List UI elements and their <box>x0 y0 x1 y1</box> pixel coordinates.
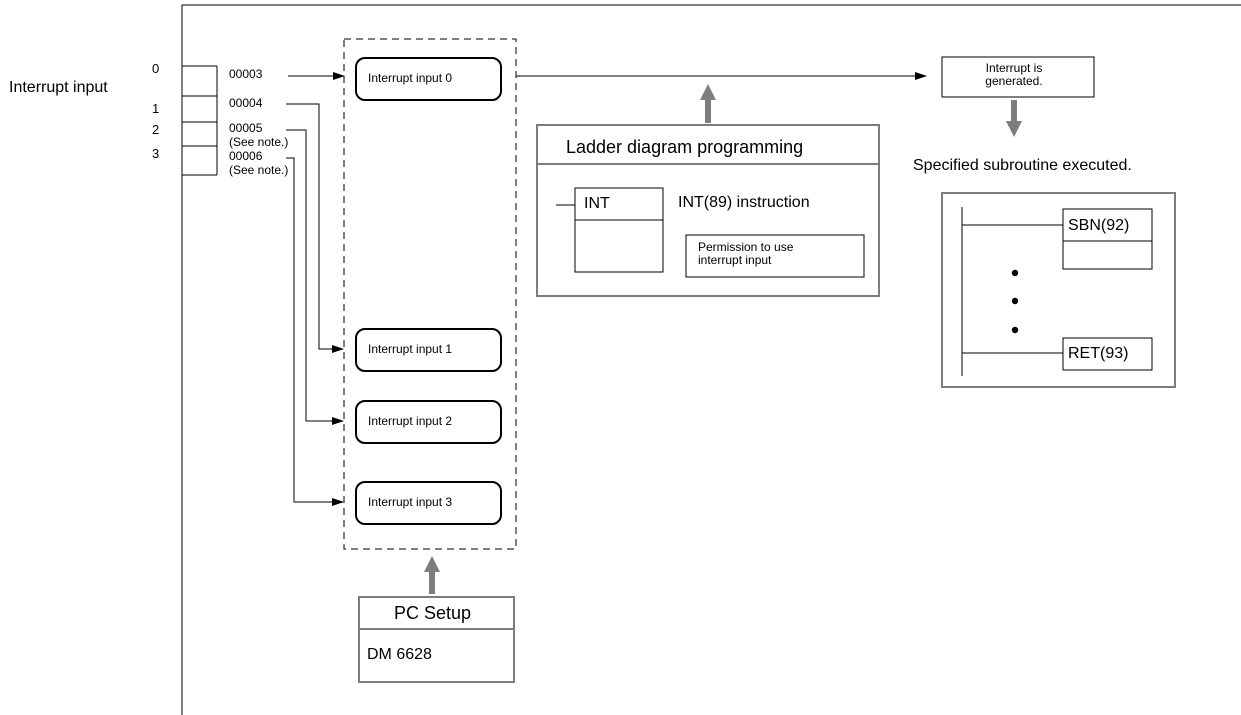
specified-subroutine-text: Specified subroutine executed. <box>913 157 1132 174</box>
int-label: INT <box>584 195 610 212</box>
pc-setup-dm: DM 6628 <box>367 646 432 663</box>
see-note-2: (See note.) <box>229 135 289 149</box>
interrupt-generated-box <box>941 56 1095 98</box>
gray-arrow-pcsetup <box>424 556 440 594</box>
interrupt-group-dashed-box <box>343 38 517 550</box>
address-3: 00006 <box>229 149 263 163</box>
input-number-3: 3 <box>152 146 160 161</box>
ellipsis-dot-3 <box>1011 326 1019 334</box>
interrupt-box-label-3: Interrupt input 3 <box>368 495 453 509</box>
arrow-input-3 <box>286 157 344 506</box>
interrupt-box-3 <box>355 481 502 525</box>
interrupt-box-0 <box>355 57 502 101</box>
address-2: 00005 <box>229 121 263 135</box>
ret-label: RET(93) <box>1068 345 1129 362</box>
address-1: 00004 <box>229 96 263 110</box>
pc-setup-box <box>358 596 515 683</box>
ellipsis-dot-1 <box>1011 269 1019 277</box>
interrupt-box-label-1: Interrupt input 1 <box>368 342 453 356</box>
int-block <box>574 187 664 273</box>
gray-arrow-ladder <box>700 84 716 123</box>
ellipsis-dot-2 <box>1011 297 1019 305</box>
ladder-title: Ladder diagram programming <box>566 137 804 157</box>
input-number-1: 1 <box>152 101 160 116</box>
sbn-label: SBN(92) <box>1068 217 1130 234</box>
permission-box <box>685 234 865 278</box>
arrow-input-2 <box>286 129 344 425</box>
interrupt-box-label-0: Interrupt input 0 <box>368 71 453 85</box>
int-instruction-text: INT(89) instruction <box>678 194 810 211</box>
outer-frame <box>181 4 1241 715</box>
interrupt-generated-text: Interrupt is generated. <box>985 61 1043 88</box>
input-terminal-block <box>182 65 218 176</box>
address-0: 00003 <box>229 67 263 81</box>
input-number-0: 0 <box>152 61 160 76</box>
interrupt-box-1 <box>355 328 502 372</box>
permission-text: Permission to use interrupt input <box>698 240 794 267</box>
input-number-2: 2 <box>152 122 160 137</box>
arrow-input-1 <box>286 103 344 353</box>
ret-block <box>1062 337 1153 371</box>
sbn-block <box>1062 208 1153 270</box>
see-note-3: (See note.) <box>229 163 289 177</box>
pc-setup-title: PC Setup <box>394 603 472 623</box>
interrupt-input-label: Interrupt input <box>9 79 108 96</box>
interrupt-box-label-2: Interrupt input 2 <box>368 414 453 428</box>
interrupt-box-2 <box>355 400 502 444</box>
gray-arrow-subroutine <box>1006 100 1022 137</box>
